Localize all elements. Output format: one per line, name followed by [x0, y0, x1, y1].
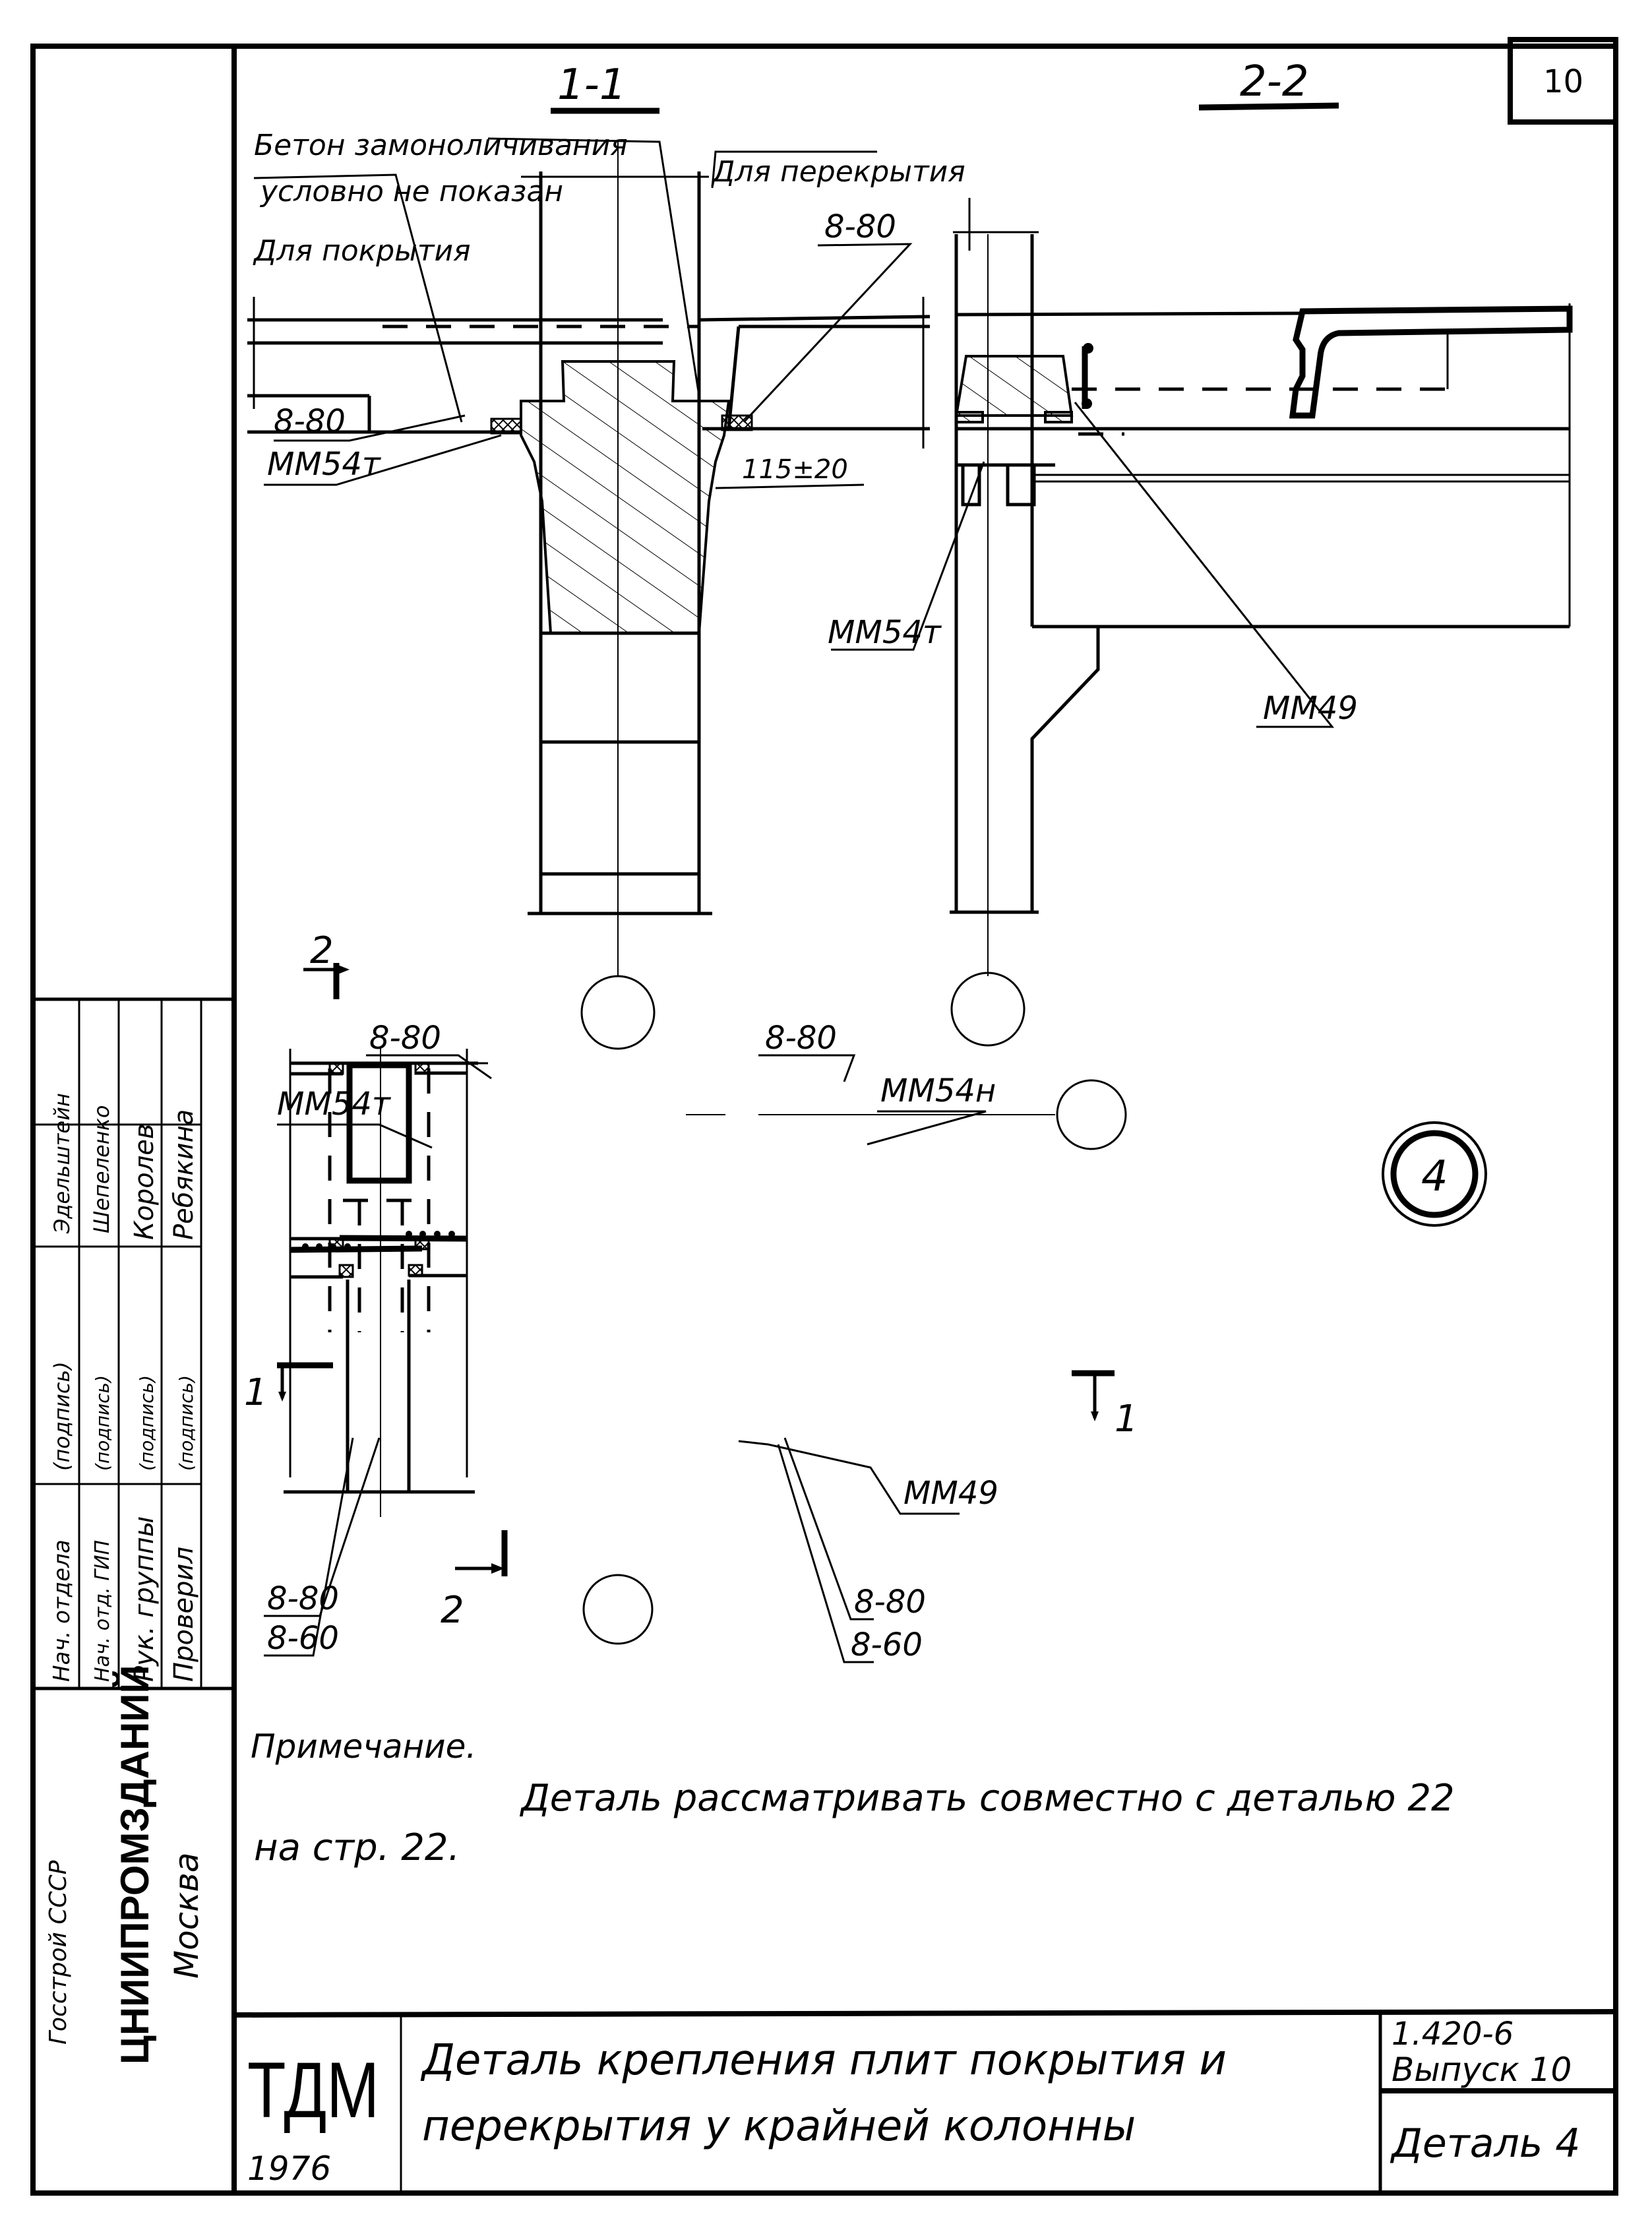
title-logo: ТДМ: [247, 2046, 379, 2134]
section-2-2-title: 2-2: [1240, 57, 1309, 106]
label-for-floor: Для перекрытия: [711, 155, 965, 189]
label-embedded-plan-right: ММ54н: [880, 1072, 996, 1109]
label-dimension: 115±20: [742, 454, 848, 485]
label-weld-plan-br-2: 8-60: [851, 1626, 923, 1663]
stamp-name-1: Эдельштейн: [49, 1093, 75, 1234]
label-weld-plan-top-right: 8-80: [765, 1020, 837, 1057]
cut-2-bottom-label: 2: [441, 1589, 464, 1632]
stamp-name-3: Королев: [129, 1124, 160, 1240]
label-weld-1-1-top: 8-80: [824, 208, 896, 245]
axis-bubble-1-1: [580, 975, 656, 1050]
slab-block-2-2: [954, 355, 1074, 417]
label-weld-plan-bl-2: 8-60: [267, 1620, 339, 1657]
stamp-signature-2: (подпись): [92, 1375, 113, 1471]
label-connector-2-2: ММ49: [1263, 690, 1358, 727]
stamp-name-2: Шепеленко: [89, 1105, 114, 1233]
title-line-2: перекрытия у крайней колонны: [422, 2102, 1136, 2151]
label-weld-1-1-left: 8-80: [274, 403, 346, 440]
axis-bubble-2-2: [950, 972, 1025, 1047]
weld-pad-right: [721, 414, 753, 431]
plan-column: [346, 1062, 412, 1184]
plan-view: 2: [244, 929, 1138, 1663]
page-number: 10: [1543, 63, 1583, 100]
label-for-roof: Для покрытия: [253, 234, 471, 268]
stamp-role-2: Нач. отд. ГИП: [91, 1540, 114, 1682]
stamp-role-3: Рук. группы: [129, 1516, 160, 1682]
title-series: 1.420-6: [1392, 2016, 1514, 2053]
label-embedded-plan-left: ММ54т: [277, 1086, 392, 1123]
label-embedded-2-2: ММ54т: [828, 614, 942, 651]
label-weld-plan-br-1: 8-80: [854, 1584, 926, 1621]
section-2-2: 2-2 ММ54т: [828, 57, 1573, 976]
stamp-role-1: Нач. отдела: [49, 1539, 75, 1682]
axis-bubble-plan-bottom: [582, 1574, 654, 1645]
side-stamp: [33, 997, 234, 1690]
title-year: 1976: [247, 2150, 331, 2188]
title-block: ТДМ 1976 Деталь крепления плит покрытия …: [233, 2009, 1616, 2193]
label-connector-plan: ММ49: [903, 1475, 998, 1512]
title-line-1: Деталь крепления плит покрытия и: [420, 2036, 1227, 2085]
label-concrete-note-2: условно не показан: [259, 175, 563, 208]
label-embedded-1-1: ММ54т: [267, 446, 382, 483]
stamp-role-4: Проверил: [169, 1547, 199, 1682]
stamp-signature-3: (подпись): [136, 1375, 158, 1471]
stamp-signature-1: (подпись): [49, 1361, 75, 1471]
note-line-1: Деталь рассматривать совместно с деталью…: [519, 1777, 1455, 1820]
label-weld-plan-bl-1: 8-80: [267, 1580, 339, 1617]
stamp-signature-4: (подпись): [175, 1375, 197, 1471]
column-head: [520, 360, 731, 634]
cut-1-left-label: 1: [244, 1371, 268, 1414]
cut-2-top-label: 2: [310, 929, 334, 972]
sheet-frame: [30, 37, 1618, 2196]
title-issue: Выпуск 10: [1392, 2051, 1572, 2089]
weld-pad-left: [490, 418, 522, 435]
stamp-city: Москва: [168, 1852, 206, 1979]
note-heading: Примечание.: [251, 1727, 476, 1766]
stamp-org-name: ЦНИИПРОМЗДАНИЙ: [113, 1665, 157, 2064]
title-detail: Деталь 4: [1390, 2120, 1580, 2167]
note-block: Примечание. Деталь рассматривать совмест…: [251, 1727, 1455, 1869]
side-stamp-text: Нач. отдела Нач. отд. ГИП Рук. группы Пр…: [45, 1093, 206, 2064]
section-1-1-title: 1-1: [557, 61, 627, 109]
cut-1-right-label: 1: [1115, 1398, 1138, 1440]
detail-marker-number: 4: [1421, 1152, 1448, 1201]
note-line-2: на стр. 22.: [254, 1826, 460, 1869]
stamp-org-line: Госстрой СССР: [45, 1860, 72, 2045]
label-weld-plan-top-left: 8-80: [369, 1020, 441, 1057]
axis-bubble-plan-right: [1056, 1079, 1127, 1150]
section-1-1: 1-1 Бетон з: [247, 61, 965, 976]
label-concrete-note-1: Бетон замоноличивания: [254, 129, 628, 162]
stamp-name-4: Ребякина: [169, 1109, 199, 1240]
detail-marker: 4: [1382, 1121, 1487, 1227]
